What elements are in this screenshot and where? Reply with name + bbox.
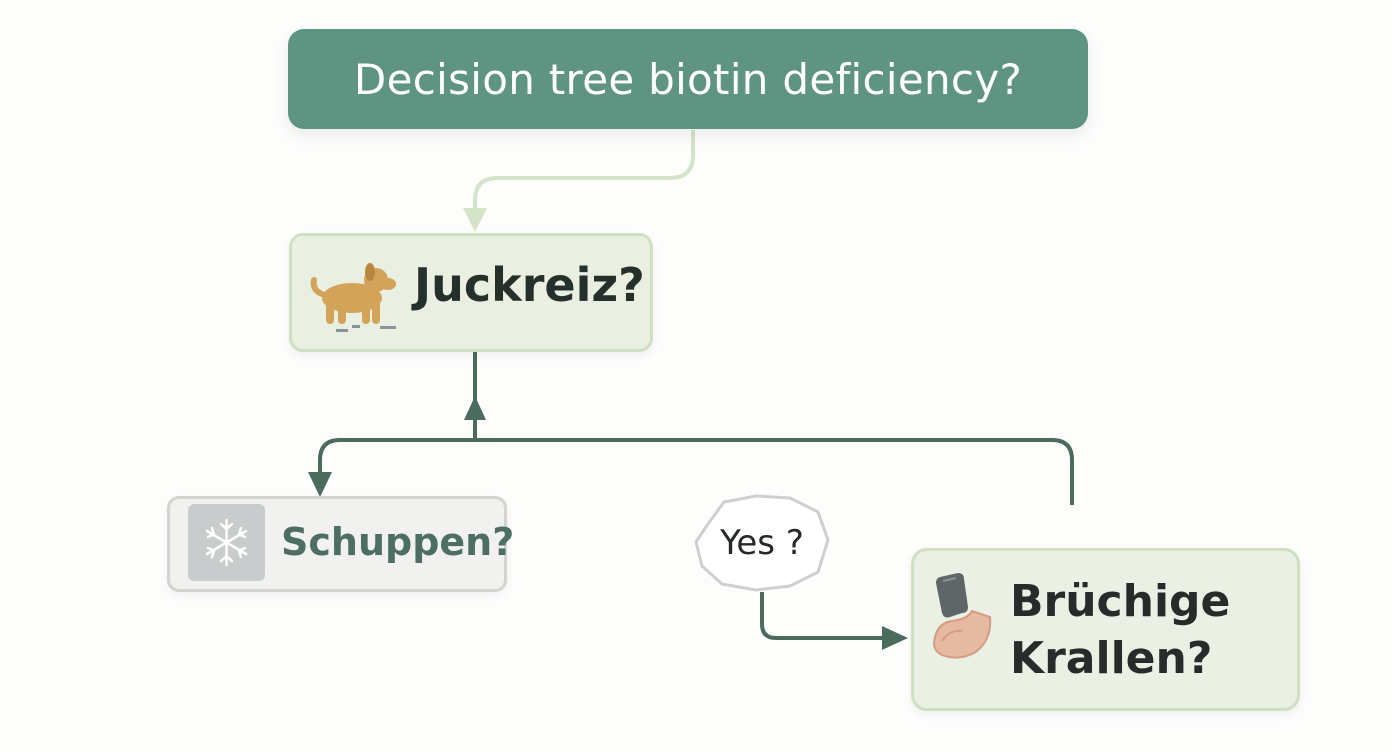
bruechige-krallen-label: Brüchige Krallen? bbox=[1010, 573, 1230, 687]
diagram-title: Decision tree biotin deficiency? bbox=[353, 54, 1023, 104]
snowflake-icon bbox=[205, 518, 248, 567]
juckreiz-node: Juckreiz? bbox=[289, 233, 653, 352]
bruechige-line-2: Krallen? bbox=[1010, 633, 1213, 684]
schuppen-node: Schuppen? bbox=[167, 496, 514, 592]
dog-icon bbox=[310, 263, 396, 332]
connector-yes-to-bruechige bbox=[760, 592, 908, 650]
yes-bubble: Yes ? bbox=[694, 494, 830, 592]
snowflake-tile bbox=[188, 504, 265, 581]
connector-title-to-juckreiz bbox=[463, 130, 695, 232]
claw-icon bbox=[932, 573, 992, 659]
bruechige-krallen-node: Brüchige Krallen? bbox=[911, 548, 1300, 711]
bubble-outline bbox=[694, 494, 830, 592]
schuppen-label: Schuppen? bbox=[281, 520, 515, 564]
yes-label: Yes ? bbox=[720, 523, 804, 563]
bruechige-line-1: Brüchige bbox=[1010, 576, 1231, 627]
juckreiz-label: Juckreiz? bbox=[414, 258, 645, 312]
connector-branch-lines bbox=[308, 352, 1074, 505]
title-node: Decision tree biotin deficiency? bbox=[288, 29, 1088, 129]
